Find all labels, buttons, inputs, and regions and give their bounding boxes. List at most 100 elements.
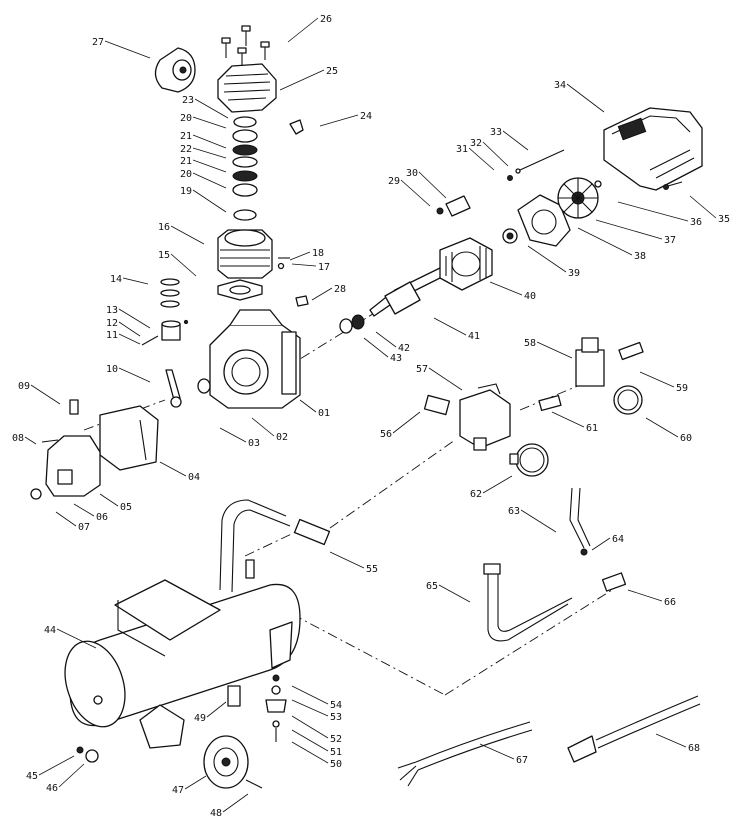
leader-line-08 (24, 436, 37, 445)
part-number-66: 66 (664, 597, 676, 608)
leader-line-40 (489, 281, 523, 296)
part-number-13: 13 (106, 305, 118, 316)
leader-line-53 (291, 699, 329, 717)
part-number-34: 34 (554, 80, 566, 91)
leader-line-41 (433, 317, 467, 336)
leader-line-33 (502, 130, 529, 151)
part-24-elbow (289, 119, 304, 135)
part-number-18: 18 (312, 248, 324, 259)
leader-line-68 (655, 733, 687, 748)
leader-line-10 (118, 367, 151, 383)
leader-line-49 (206, 701, 227, 718)
part-number-50: 50 (330, 759, 342, 770)
leader-line-32 (482, 141, 509, 167)
part-31-33-36-hardware (507, 149, 602, 188)
part-number-21: 21 (180, 131, 192, 142)
leader-line-36 (617, 201, 689, 222)
leader-line-52 (291, 715, 329, 739)
leader-line-21 (192, 159, 227, 173)
leader-line-18 (289, 251, 311, 261)
part-number-35: 35 (718, 214, 730, 225)
part-number-21: 21 (180, 156, 192, 167)
part-number-17: 17 (318, 262, 330, 273)
part-number-62: 62 (470, 489, 482, 500)
leader-line-25 (279, 69, 325, 91)
part-number-31: 31 (456, 144, 468, 155)
part-number-01: 01 (318, 408, 330, 419)
leader-line-29 (400, 179, 431, 207)
part-number-49: 49 (194, 713, 206, 724)
leader-line-66 (627, 589, 663, 602)
leader-line-42 (375, 331, 397, 348)
part-45-46-drain (76, 746, 99, 763)
leader-line-27 (104, 40, 151, 59)
part-number-29: 29 (388, 176, 400, 187)
part-number-54: 54 (330, 700, 342, 711)
leader-line-59 (639, 371, 675, 388)
part-67-68-cables (397, 695, 701, 787)
part-number-20: 20 (180, 169, 192, 180)
part-number-19: 19 (180, 186, 192, 197)
leader-line-30 (418, 171, 447, 199)
part-number-43: 43 (390, 353, 402, 364)
leader-line-11 (118, 333, 141, 345)
leader-line-64 (591, 537, 611, 551)
part-42-43-bearing (339, 314, 365, 334)
part-number-10: 10 (106, 364, 118, 375)
part-04-09-side-assembly (30, 399, 159, 500)
part-39-bearing (502, 228, 518, 244)
part-number-45: 45 (26, 771, 38, 782)
part-63-64-pipe (569, 487, 591, 556)
part-number-09: 09 (18, 381, 30, 392)
part-number-65: 65 (426, 581, 438, 592)
leader-line-09 (30, 384, 61, 405)
leader-line-38 (577, 227, 633, 256)
leader-line-31 (468, 147, 495, 171)
part-number-05: 05 (120, 502, 132, 513)
leader-line-07 (55, 511, 77, 527)
part-17-18-screws (277, 257, 290, 270)
part-number-55: 55 (366, 564, 378, 575)
part-number-15: 15 (158, 250, 170, 261)
leader-line-67 (479, 743, 515, 760)
leader-line-26 (287, 17, 319, 43)
part-34-fan-cover (603, 107, 703, 191)
part-number-53: 53 (330, 712, 342, 723)
part-number-58: 58 (524, 338, 536, 349)
leader-line-50 (291, 741, 329, 764)
part-number-26: 26 (320, 14, 332, 25)
leader-line-19 (192, 189, 227, 213)
part-number-59: 59 (676, 383, 688, 394)
part-38-end-shield (517, 194, 571, 247)
part-number-02: 02 (276, 432, 288, 443)
part-37-fan (557, 177, 599, 219)
part-65-66-hose (483, 563, 627, 642)
leader-line-55 (329, 551, 365, 569)
valve-plate-stack (232, 116, 258, 221)
part-56-57-pressure-switch (423, 383, 511, 451)
part-number-44: 44 (44, 625, 56, 636)
leader-line-43 (363, 337, 389, 358)
part-number-16: 16 (158, 222, 170, 233)
part-number-61: 61 (586, 423, 598, 434)
leader-line-35 (689, 195, 717, 219)
part-number-52: 52 (330, 734, 342, 745)
part-number-30: 30 (406, 168, 418, 179)
part-58-61-regulator (538, 337, 644, 415)
leader-line-60 (645, 417, 679, 438)
part-number-32: 32 (470, 138, 482, 149)
leader-line-24 (319, 114, 359, 127)
leader-line-61 (551, 411, 585, 428)
leader-line-13 (118, 308, 151, 329)
part-number-14: 14 (110, 274, 122, 285)
part-number-22: 22 (180, 144, 192, 155)
part-41-rotor (369, 267, 445, 317)
part-number-48: 48 (210, 808, 222, 819)
part-number-labels: 0102030405060708091011121314151617181920… (12, 14, 730, 819)
leader-line-65 (438, 584, 471, 603)
part-40-stator (439, 237, 493, 291)
part-number-39: 39 (568, 268, 580, 279)
part-number-20: 20 (180, 113, 192, 124)
part-number-36: 36 (690, 217, 702, 228)
leader-line-04 (159, 461, 187, 477)
